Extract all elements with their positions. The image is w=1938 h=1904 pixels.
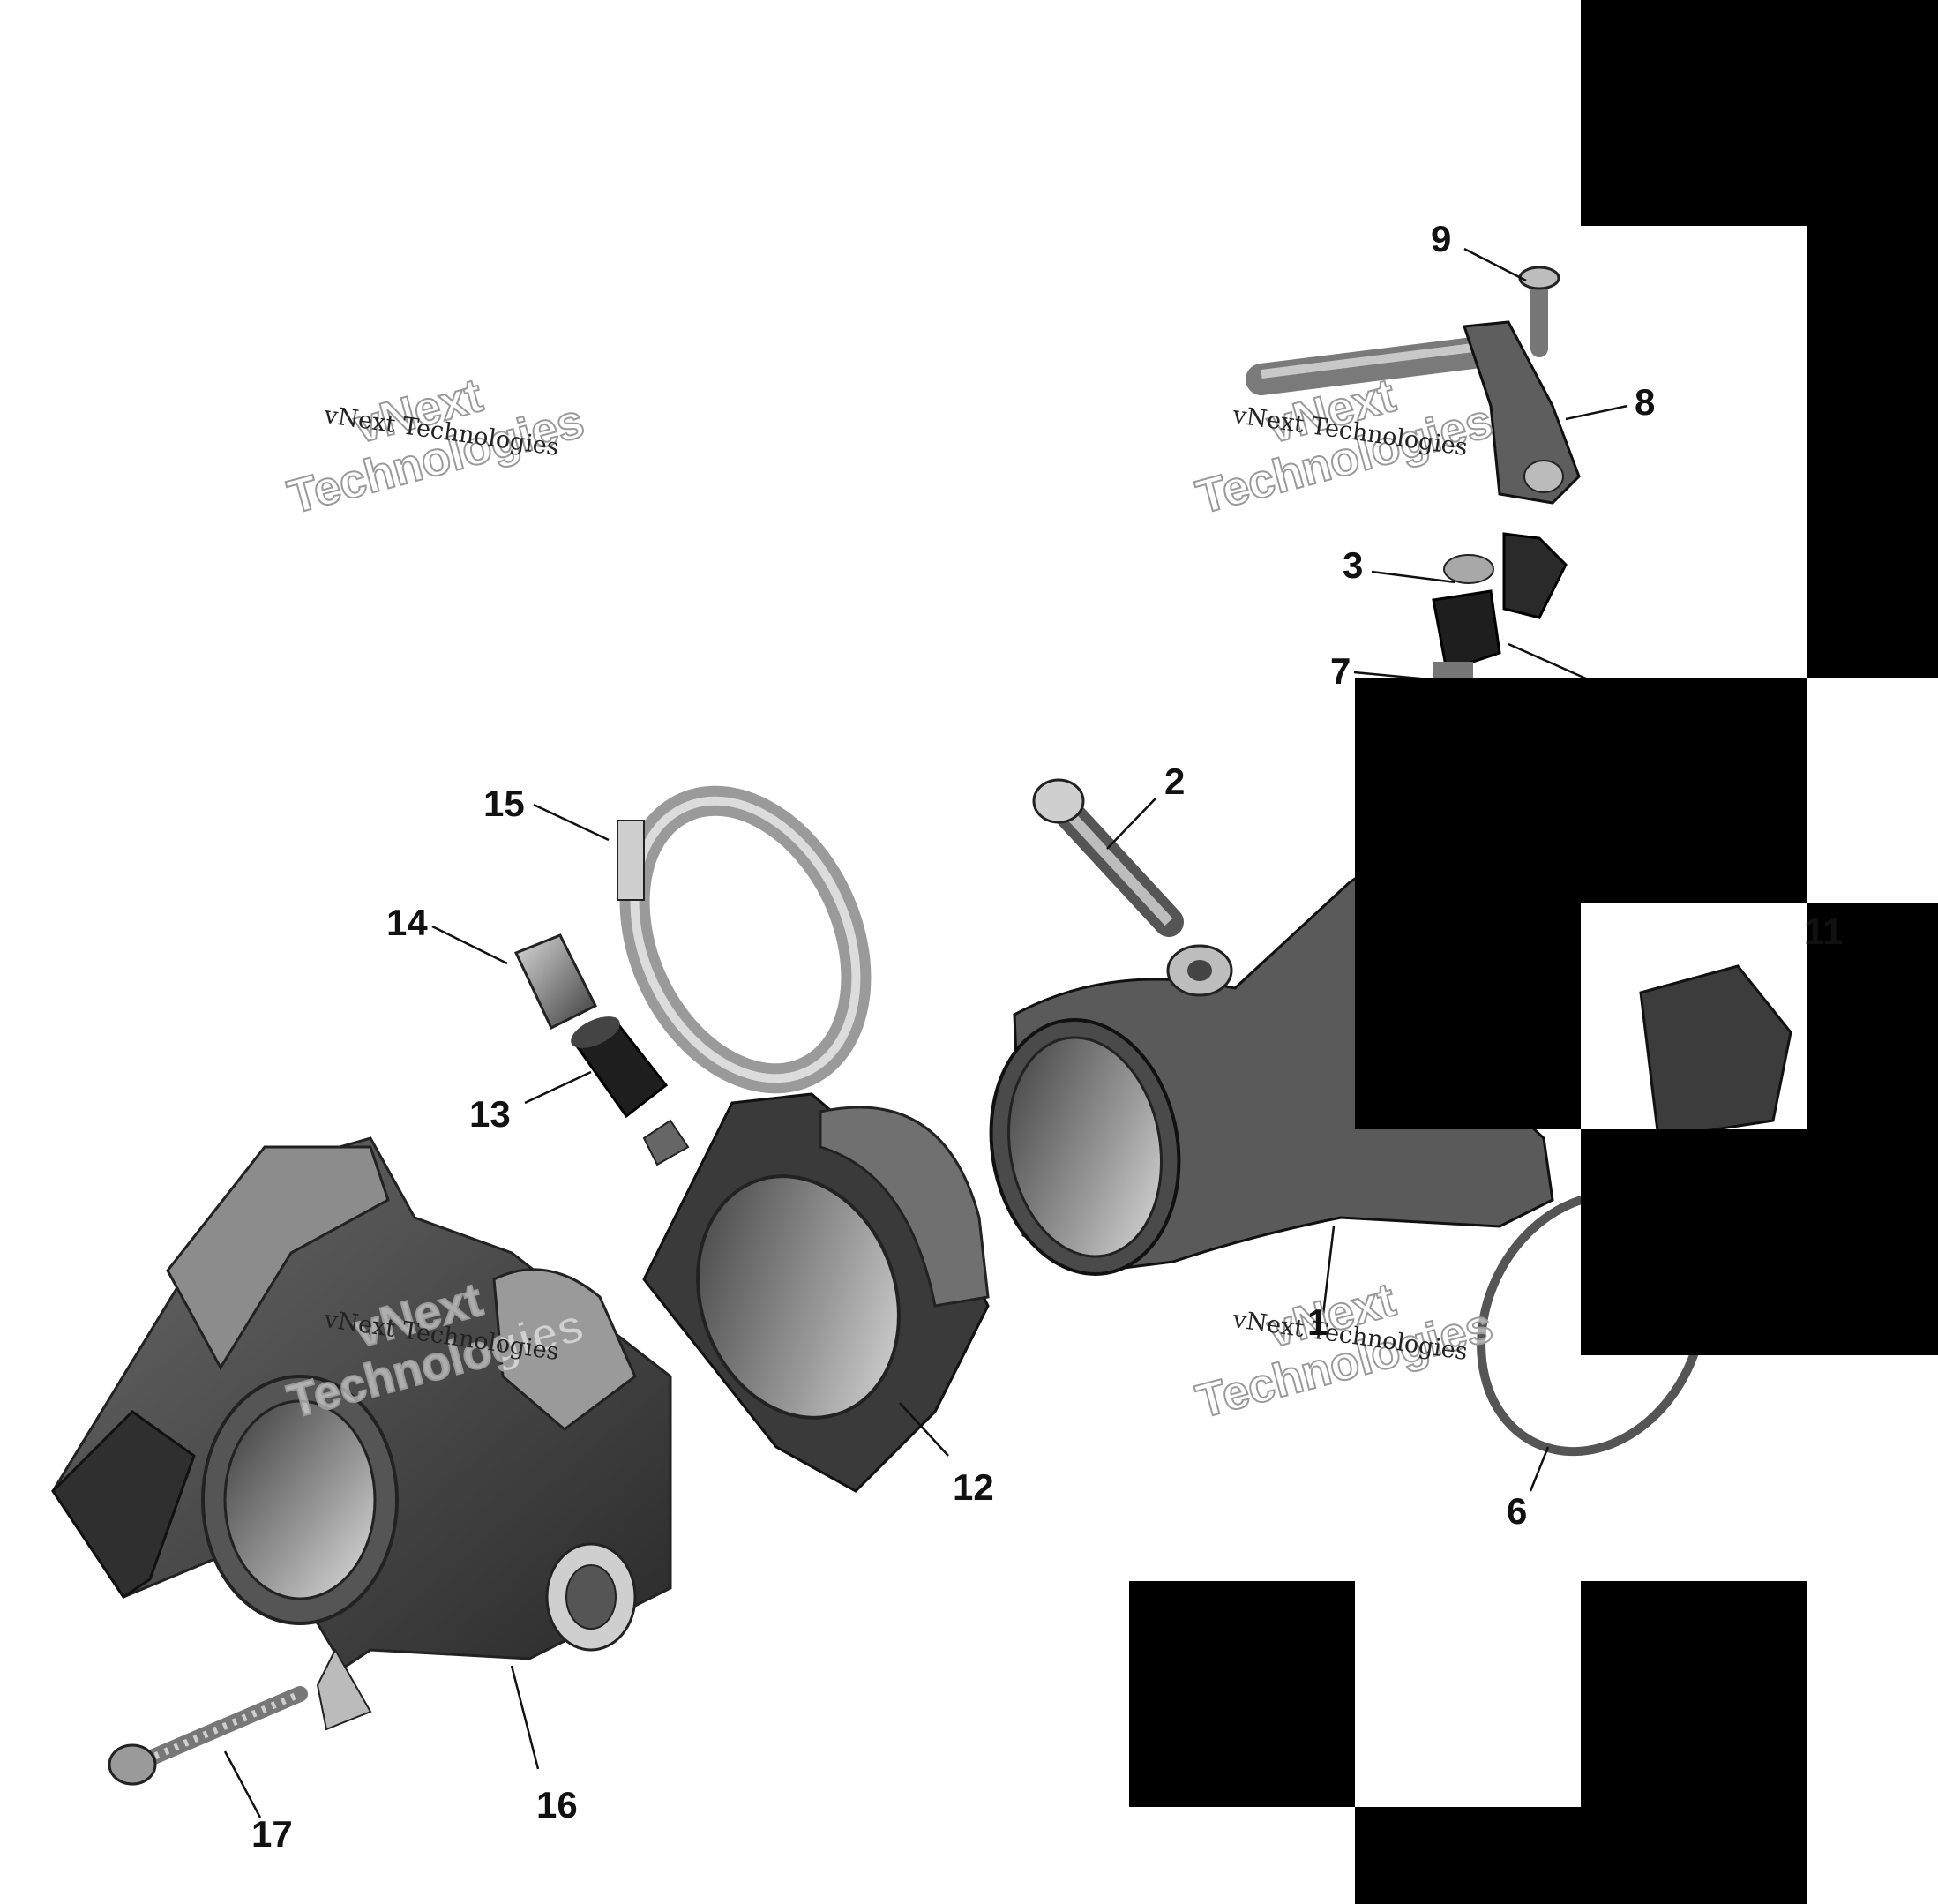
redaction-blocks xyxy=(1129,0,1938,1904)
callout-13: 13 xyxy=(469,1093,511,1135)
callout-8: 8 xyxy=(1635,381,1656,423)
callout-6: 3 xyxy=(1343,544,1364,586)
part-8-fitting xyxy=(1246,320,1581,505)
part-3-bolt xyxy=(1032,778,1184,937)
part-17-screw xyxy=(108,1686,308,1786)
callout-1: 1 xyxy=(1307,1301,1328,1343)
part-1-intake-elbow xyxy=(989,862,1554,1276)
callout-17: 17 xyxy=(251,1813,293,1855)
part-6-7-sensor xyxy=(1432,532,1568,679)
part-14-sleeve xyxy=(513,933,598,1031)
callout-15: 15 xyxy=(483,783,525,824)
callout-2: 6 xyxy=(1507,1490,1528,1532)
part-15-clamp xyxy=(617,785,872,1094)
part-16-throttle-body xyxy=(51,1136,672,1731)
part-12-adaptor-flange xyxy=(642,1092,990,1493)
callout-3: 2 xyxy=(1164,761,1186,802)
callout-16: 16 xyxy=(536,1784,578,1825)
callout-12: 12 xyxy=(953,1466,994,1508)
callout-7: 7 xyxy=(1330,650,1351,692)
part-9-bolt xyxy=(1518,266,1560,357)
callout-11: 11 xyxy=(1804,911,1844,952)
callout-14: 14 xyxy=(386,902,428,943)
part-13-hose xyxy=(571,1016,669,1119)
callout-9: 9 xyxy=(1431,218,1452,259)
